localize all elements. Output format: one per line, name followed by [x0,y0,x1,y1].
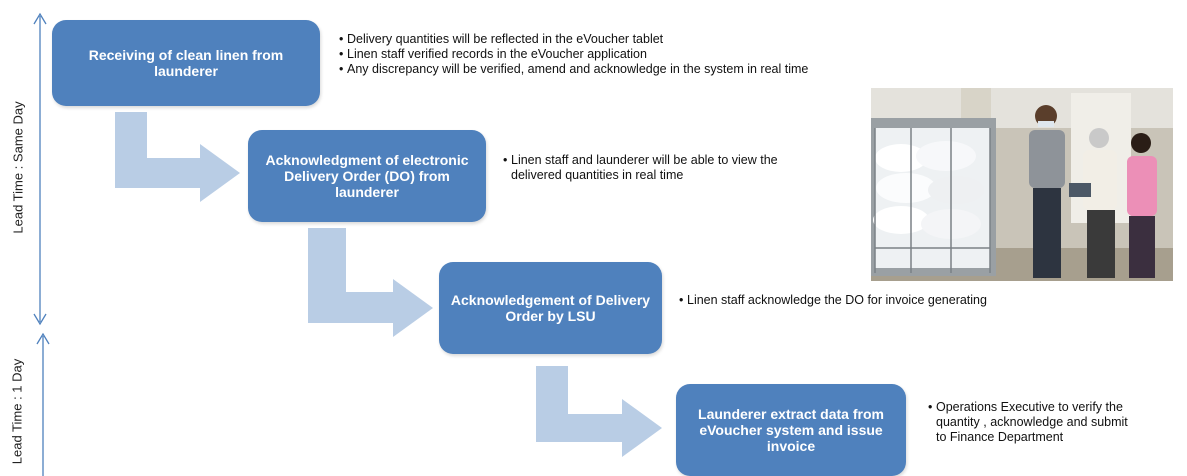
step-3-box: Acknowledgement of Delivery Order by LSU [439,262,662,354]
bent-arrow-3 [536,366,662,457]
step-2-title: Acknowledgment of electronic Delivery Or… [265,152,469,200]
step-2-box: Acknowledgment of electronic Delivery Or… [248,130,486,222]
step-1-note: Linen staff verified records in the eVou… [339,47,899,62]
step-3-title: Acknowledgement of Delivery Order by LSU [450,292,651,324]
step-2-note: Linen staff and launderer will be able t… [503,153,823,183]
step-3-note: Linen staff acknowledge the DO for invoi… [679,293,1019,308]
timeline-one-day [36,332,50,476]
step-4-title: Launderer extract data from eVoucher sys… [698,406,884,454]
bent-arrow-1 [115,112,240,202]
step-3-notes: Linen staff acknowledge the DO for invoi… [679,293,1019,308]
step-4-box: Launderer extract data from eVoucher sys… [676,384,906,476]
lead-time-same-day-label: Lead Time : Same Day [10,101,26,234]
step-4-note: Operations Executive to verify the quant… [928,400,1128,445]
step-1-title: Receiving of clean linen from launderer [88,47,284,79]
lead-time-one-day-label: Lead Time : 1 Day [9,358,25,465]
step-1-note: Any discrepancy will be verified, amend … [339,62,899,77]
step-1-box: Receiving of clean linen from launderer [52,20,320,106]
step-1-notes: Delivery quantities will be reflected in… [339,32,899,77]
step-1-note: Delivery quantities will be reflected in… [339,32,899,47]
photo-staff-with-linen-trolleys [871,88,1173,281]
timeline-same-day [33,12,47,326]
step-2-notes: Linen staff and launderer will be able t… [503,153,823,183]
step-4-notes: Operations Executive to verify the quant… [928,400,1128,445]
bent-arrow-2 [308,228,433,337]
